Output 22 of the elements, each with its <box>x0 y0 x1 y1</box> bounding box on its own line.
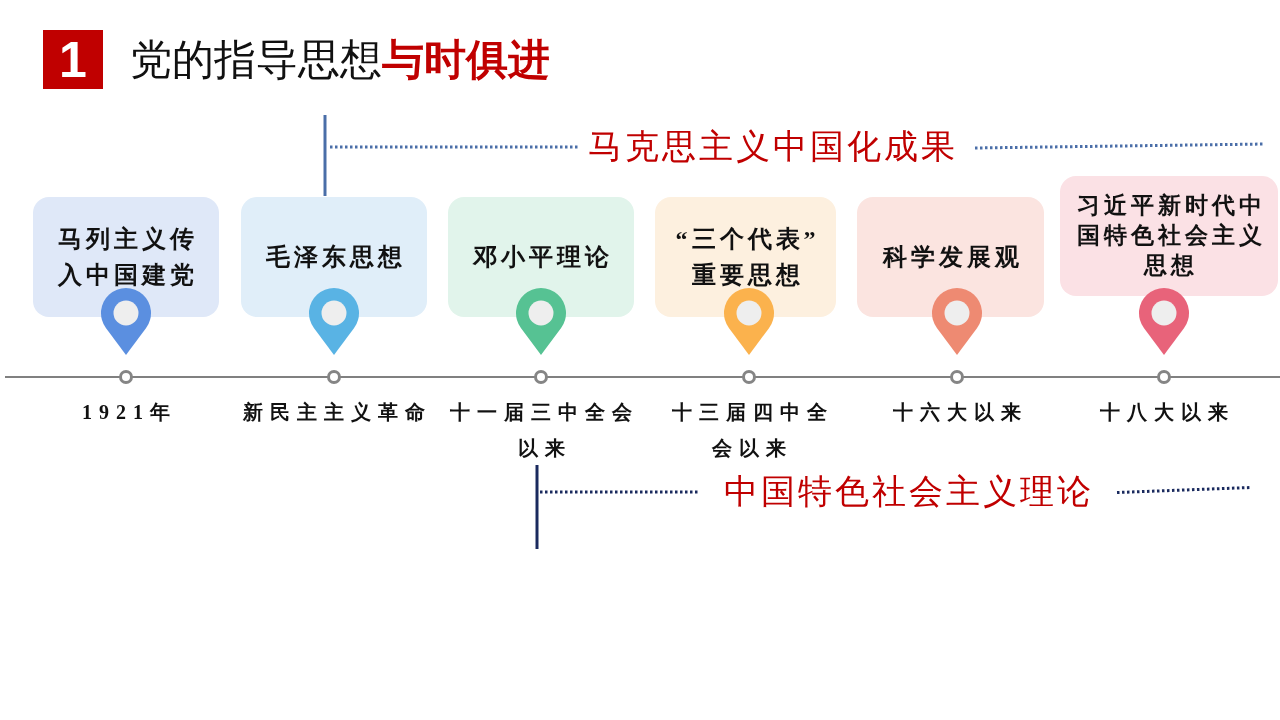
date-label: 十三届四中全会以来 <box>670 400 835 461</box>
date-label: 十一届三中全会以来 <box>449 400 640 461</box>
bracket-label: 马克思主义中国化成果 <box>588 127 958 167</box>
card-text: 毛泽东思想 <box>265 243 406 272</box>
card-text: 邓小平理论 <box>471 243 613 272</box>
date-label: 十八大以来 <box>1099 400 1235 425</box>
card-text: 习近平新时代中国特色社会主义思想 <box>1075 192 1267 280</box>
number-badge: 1 <box>43 30 103 89</box>
card-text: 马列主义传入中国建党 <box>57 225 199 290</box>
card-text: “三个代表”重要思想 <box>674 225 821 290</box>
bracket-label: 中国特色社会主义理论 <box>724 472 1094 512</box>
timeline-card <box>33 197 219 317</box>
date-label: 十六大以来 <box>892 400 1028 425</box>
timeline-card <box>1060 176 1278 296</box>
timeline-card <box>857 197 1044 317</box>
timeline-card <box>241 197 427 317</box>
date-label: 新民主主义革命 <box>242 400 432 425</box>
timeline-card <box>655 197 836 317</box>
card-text: 科学发展观 <box>881 243 1023 272</box>
timeline-card <box>448 197 634 317</box>
date-label: 1921年 <box>81 400 177 425</box>
page-title: 党的指导思想与时俱进 <box>130 36 550 85</box>
